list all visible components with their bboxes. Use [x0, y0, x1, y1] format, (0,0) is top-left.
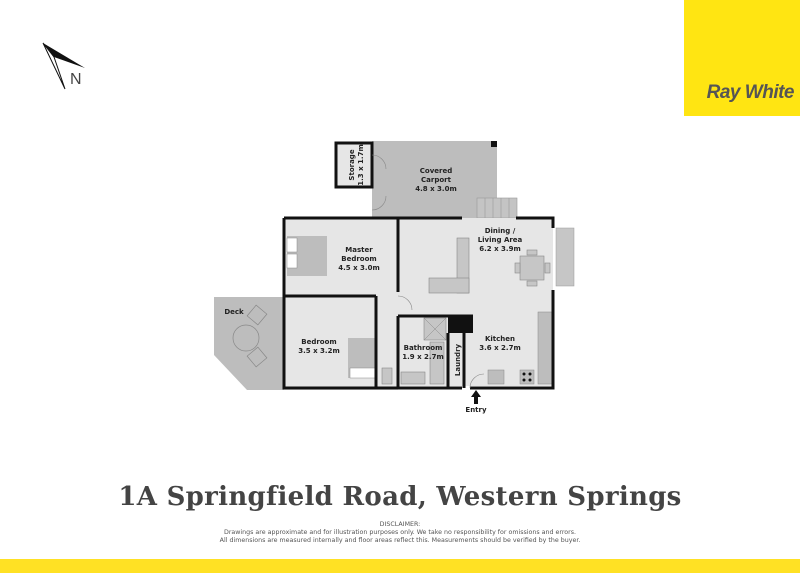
carport-dims: 4.8 x 3.0m — [415, 185, 456, 193]
dining-label: Dining / — [485, 227, 516, 235]
disclaimer-heading: DISCLAIMER: — [379, 521, 421, 528]
master-dims: 4.5 x 3.0m — [338, 264, 379, 272]
kitchen-label: Kitchen — [485, 335, 515, 343]
kitchen-dims: 3.6 x 2.7m — [479, 344, 520, 352]
master-label-2: Bedroom — [341, 255, 376, 263]
floor-plan: Storage 1.3 x 1.7m Covered Carport 4.8 x… — [214, 141, 575, 414]
disclaimer-line-1: Drawings are approximate and for illustr… — [223, 529, 577, 536]
storage-label: Storage — [348, 149, 356, 180]
master-label: Master — [345, 246, 373, 254]
disclaimer-line-2: All dimensions are measured internally a… — [219, 537, 581, 544]
storage-dims: 1.3 x 1.7m — [357, 144, 365, 185]
bedroom-dims: 3.5 x 3.2m — [298, 347, 339, 355]
carport-label: Covered — [420, 167, 452, 175]
deck-label: Deck — [224, 308, 244, 316]
disclaimer: DISCLAIMER: Drawings are approximate and… — [0, 521, 800, 545]
bedroom-label: Bedroom — [301, 338, 336, 346]
carport-area — [372, 141, 497, 218]
ray-white-logo: Ray White — [684, 0, 800, 116]
storage-room — [334, 141, 374, 189]
entry-arrow-icon — [471, 390, 481, 404]
footer-bar — [0, 559, 800, 573]
dining-label-2: Living Area — [478, 236, 523, 244]
compass-label: N — [70, 71, 82, 88]
bathroom-label: Bathroom — [404, 344, 443, 352]
property-address-title: 1A Springfield Road, Western Springs — [118, 482, 682, 512]
bathroom-dims: 1.9 x 2.7m — [402, 353, 443, 361]
carport-label-2: Carport — [421, 176, 452, 184]
entry-label: Entry — [465, 406, 487, 414]
laundry-label: Laundry — [454, 343, 462, 376]
north-compass-icon: N — [42, 42, 85, 90]
brand-name: Ray White — [706, 82, 795, 103]
deck-area — [214, 297, 284, 390]
dining-dims: 6.2 x 3.9m — [479, 245, 520, 253]
